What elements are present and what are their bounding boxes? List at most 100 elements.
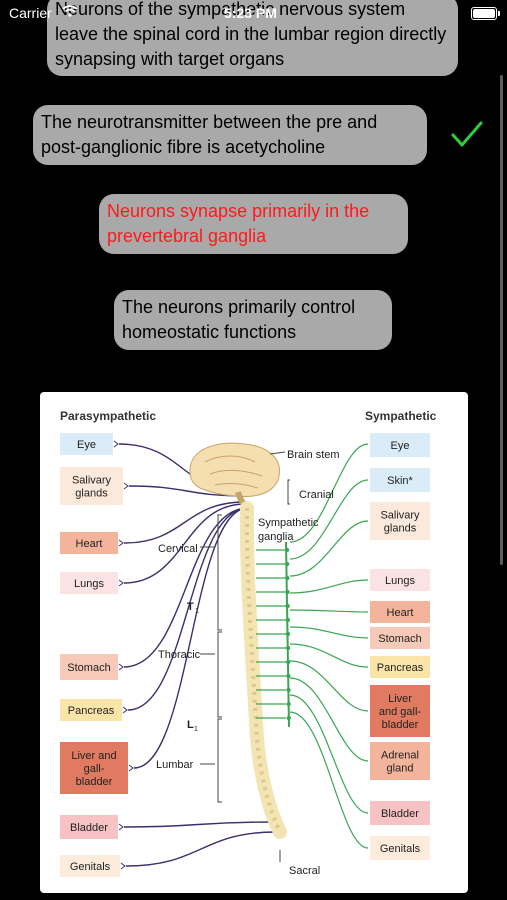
ganglion [284, 561, 290, 567]
ganglion [286, 673, 291, 679]
sympathetic-organ-box [370, 656, 430, 678]
label-t1-subscript: 1 [195, 608, 199, 615]
status-time: 5:23 PM [224, 5, 277, 21]
parasympathetic-nerve [123, 503, 246, 584]
autonomic-nervous-system-figure: Parasympathetic Sympathetic Brain stem C… [40, 392, 468, 893]
answer-option-3[interactable]: Neurons synapse primarily in the prevert… [99, 194, 408, 254]
parasympathetic-organ-label: glands [75, 488, 108, 500]
parasympathetic-nerve [125, 831, 277, 867]
lumbar-bracket [217, 718, 222, 803]
ganglion [286, 687, 291, 693]
sympathetic-nerve [289, 579, 369, 594]
parasympathetic-organ-label: Bladder [70, 822, 108, 834]
parasympathetic-organ-label: gall- [84, 763, 105, 775]
ganglion [285, 645, 291, 651]
parasympathetic-organ-box [60, 654, 118, 680]
parasympathetic-organ-label: Stomach [67, 662, 110, 674]
parasympathetic-nerve [123, 821, 273, 828]
parasympathetic-organ-box [60, 699, 122, 721]
label-t1: T [187, 601, 194, 613]
answer-option-4[interactable]: The neurons primarily control homeostati… [114, 290, 392, 350]
parasympathetic-nerve [123, 501, 246, 544]
label-l1: L [187, 719, 194, 731]
sympathetic-nerve [289, 609, 369, 613]
ganglion [284, 547, 290, 553]
sympathetic-organ-label: Eye [391, 440, 410, 452]
sympathetic-organ-label: glands [384, 523, 417, 535]
sympathetic-organ-box [370, 601, 430, 623]
label-sympathetic-ganglia-2: ganglia [258, 531, 294, 543]
sympathetic-organ-box [370, 801, 430, 825]
sympathetic-organ-label: bladder [382, 719, 419, 731]
sympathetic-organ-box [370, 569, 430, 591]
parasympathetic-organ-box [60, 855, 120, 877]
cranial-bracket [287, 479, 290, 505]
sympathetic-organ-box [370, 685, 430, 737]
sympathetic-organ-label: Skin* [387, 475, 413, 487]
parasympathetic-organ-box [60, 815, 118, 839]
sympathetic-organ-label: Lungs [385, 575, 415, 587]
parasympathetic-nerve [123, 507, 249, 668]
sympathetic-nerve [289, 660, 369, 712]
sympathetic-organ-box [370, 502, 430, 540]
sympathetic-heading: Sympathetic [365, 409, 437, 423]
sympathetic-nerve [289, 443, 369, 543]
sympathetic-organ-label: Stomach [378, 633, 421, 645]
parasympathetic-organ-label: Eye [77, 439, 96, 451]
parasympathetic-organ-label: bladder [76, 776, 113, 788]
ganglion [285, 575, 290, 581]
parasympathetic-heading: Parasympathetic [60, 409, 156, 423]
checkmark-icon [451, 121, 483, 147]
label-cervical: Cervical [158, 543, 198, 555]
label-lumbar: Lumbar [156, 759, 194, 771]
parasympathetic-organ-label: Lungs [74, 578, 104, 590]
sympathetic-nerve [289, 479, 369, 560]
label-sympathetic-ganglia-1: Sympathetic [258, 517, 319, 529]
brain-illustration [189, 442, 280, 510]
sympathetic-organ-label: Genitals [380, 843, 421, 855]
sympathetic-nerve [289, 626, 369, 639]
ganglion [285, 589, 290, 595]
label-l1-subscript: 1 [194, 726, 198, 733]
sympathetic-organ-box [370, 627, 430, 649]
ganglion [286, 701, 291, 707]
sympathetic-organ-label: Salivary [380, 510, 420, 522]
parasympathetic-organ-box [60, 532, 118, 554]
sympathetic-nerve [289, 677, 369, 762]
label-thoracic: Thoracic [158, 649, 201, 661]
ganglion [286, 659, 291, 665]
label-brain-stem: Brain stem [287, 449, 340, 461]
sympathetic-organ-box [370, 468, 430, 492]
sympathetic-organ-label: Pancreas [377, 662, 424, 674]
sympathetic-organ-label: Liver [388, 693, 412, 705]
sympathetic-nerve [289, 694, 369, 814]
wifi-icon [62, 4, 78, 22]
answer-option-1[interactable]: Neurons of the sympathetic nervous syste… [47, 0, 458, 76]
status-bar: Carrier 5:23 PM [0, 0, 507, 26]
sympathetic-organ-label: Bladder [381, 808, 419, 820]
scrollbar[interactable] [500, 75, 503, 565]
parasympathetic-organ-label: Salivary [72, 475, 112, 487]
answer-option-2[interactable]: The neurotransmitter between the pre and… [33, 105, 427, 165]
ganglion [285, 631, 291, 637]
parasympathetic-nerve [127, 507, 249, 711]
brain-stem-pointer [269, 451, 286, 455]
sympathetic-organ-box [370, 836, 430, 860]
parasympathetic-organ-box [60, 742, 128, 794]
parasympathetic-organ-box [60, 433, 113, 455]
ganglion [285, 603, 290, 609]
thoracic-bracket [217, 631, 222, 718]
battery-icon [471, 7, 500, 20]
label-sacral: Sacral [289, 865, 320, 877]
parasympathetic-organ-label: Liver and [71, 750, 116, 762]
spinal-cord [239, 501, 287, 839]
parasympathetic-organ-box [60, 572, 118, 594]
carrier-label: Carrier [9, 5, 52, 21]
parasympathetic-organ-box [60, 467, 123, 505]
cervical-bracket [217, 514, 222, 631]
sympathetic-organ-label: and gall- [379, 706, 422, 718]
ganglion [285, 617, 290, 623]
sympathetic-nerve [289, 520, 369, 577]
parasympathetic-organ-label: Heart [76, 538, 103, 550]
figure-diagram: Parasympathetic Sympathetic Brain stem C… [60, 409, 437, 877]
